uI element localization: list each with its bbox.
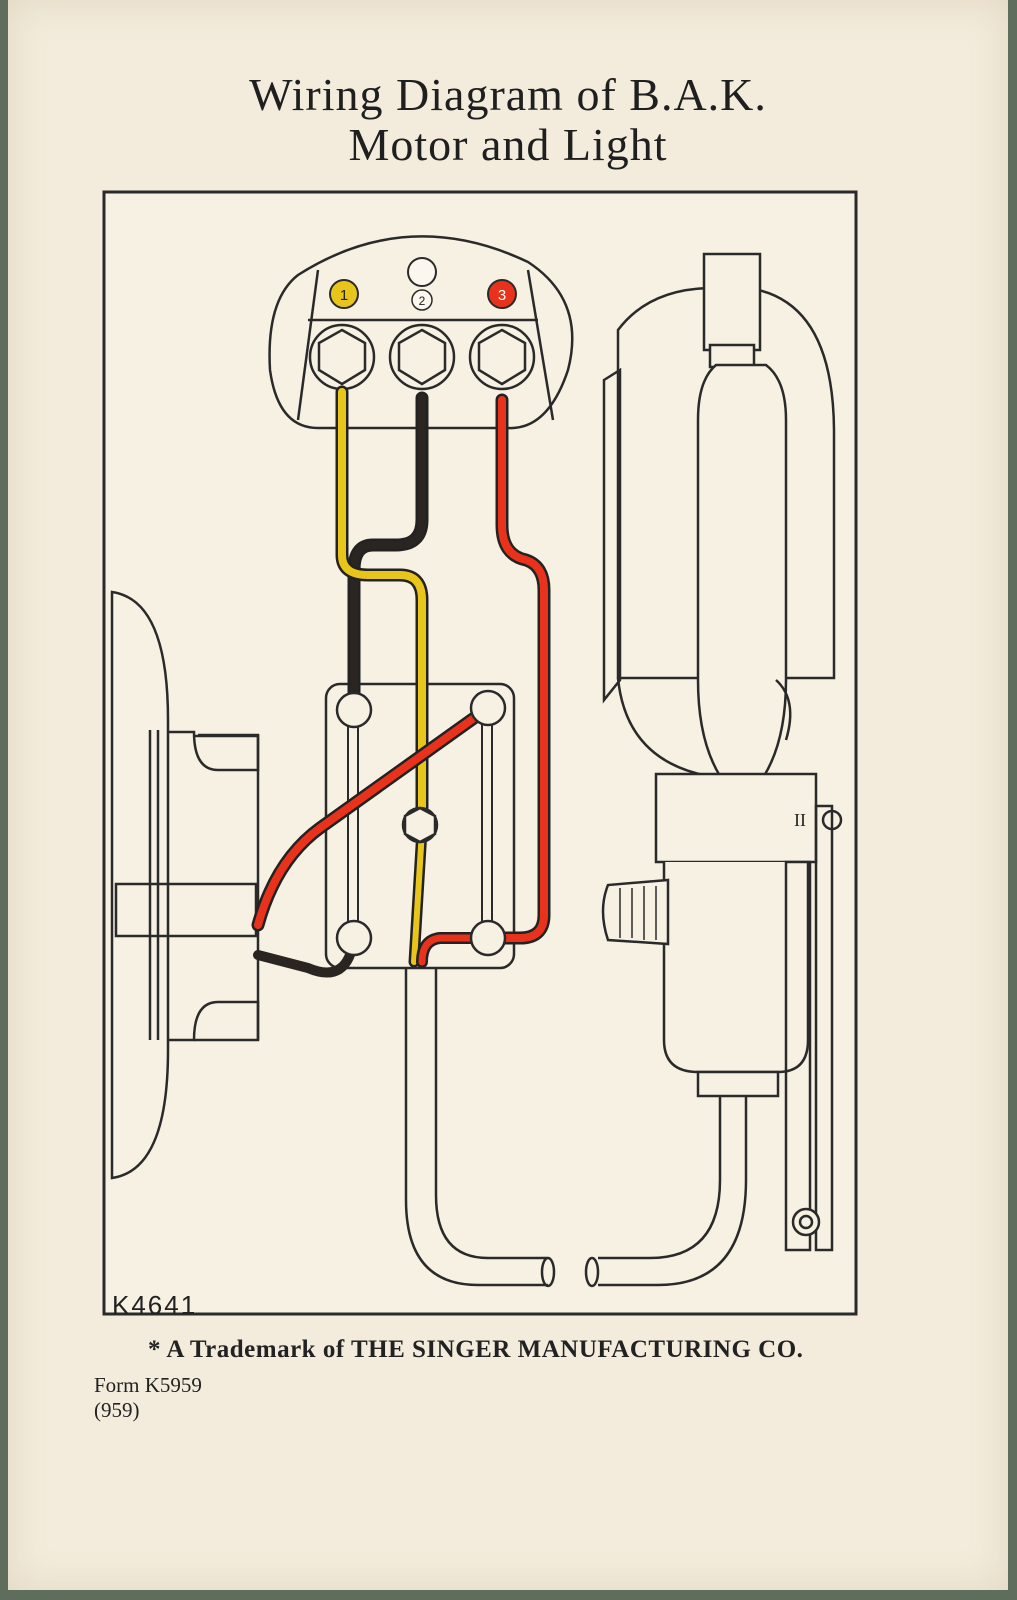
trademark-notice: * A Trademark of THE SINGER MANUFACTURIN…: [148, 1336, 804, 1363]
form-number: Form K5959: [94, 1373, 202, 1397]
form-date: (959): [94, 1398, 140, 1422]
terminal-1-marker: [329, 279, 359, 309]
light-fixture: II: [601, 252, 843, 1252]
wiring-diagram: 1 2 3: [102, 190, 858, 1316]
motor-housing: [110, 590, 260, 1180]
page-title-line1: Wiring Diagram of B.A.K.: [249, 69, 767, 120]
terminal-nuts: [308, 323, 536, 391]
wires: [251, 385, 551, 978]
terminal-2-hole: [407, 257, 437, 287]
terminal-1-label: 1: [340, 287, 348, 304]
power-cord: [404, 968, 748, 1288]
form-number-block: Form K5959 (959): [94, 1373, 202, 1423]
terminal-3-marker: [487, 279, 517, 309]
terminal-2-marker: [411, 289, 433, 311]
terminal-2-label: 2: [419, 294, 426, 308]
terminal-3-label: 3: [498, 287, 506, 304]
switch-mark: II: [794, 810, 806, 830]
figure-code: K4641: [112, 1290, 198, 1320]
manual-page: Wiring Diagram of B.A.K. Motor and Light…: [8, 0, 1008, 1590]
page-title-line2: Motor and Light: [348, 119, 668, 170]
plate-screws: [335, 689, 507, 957]
